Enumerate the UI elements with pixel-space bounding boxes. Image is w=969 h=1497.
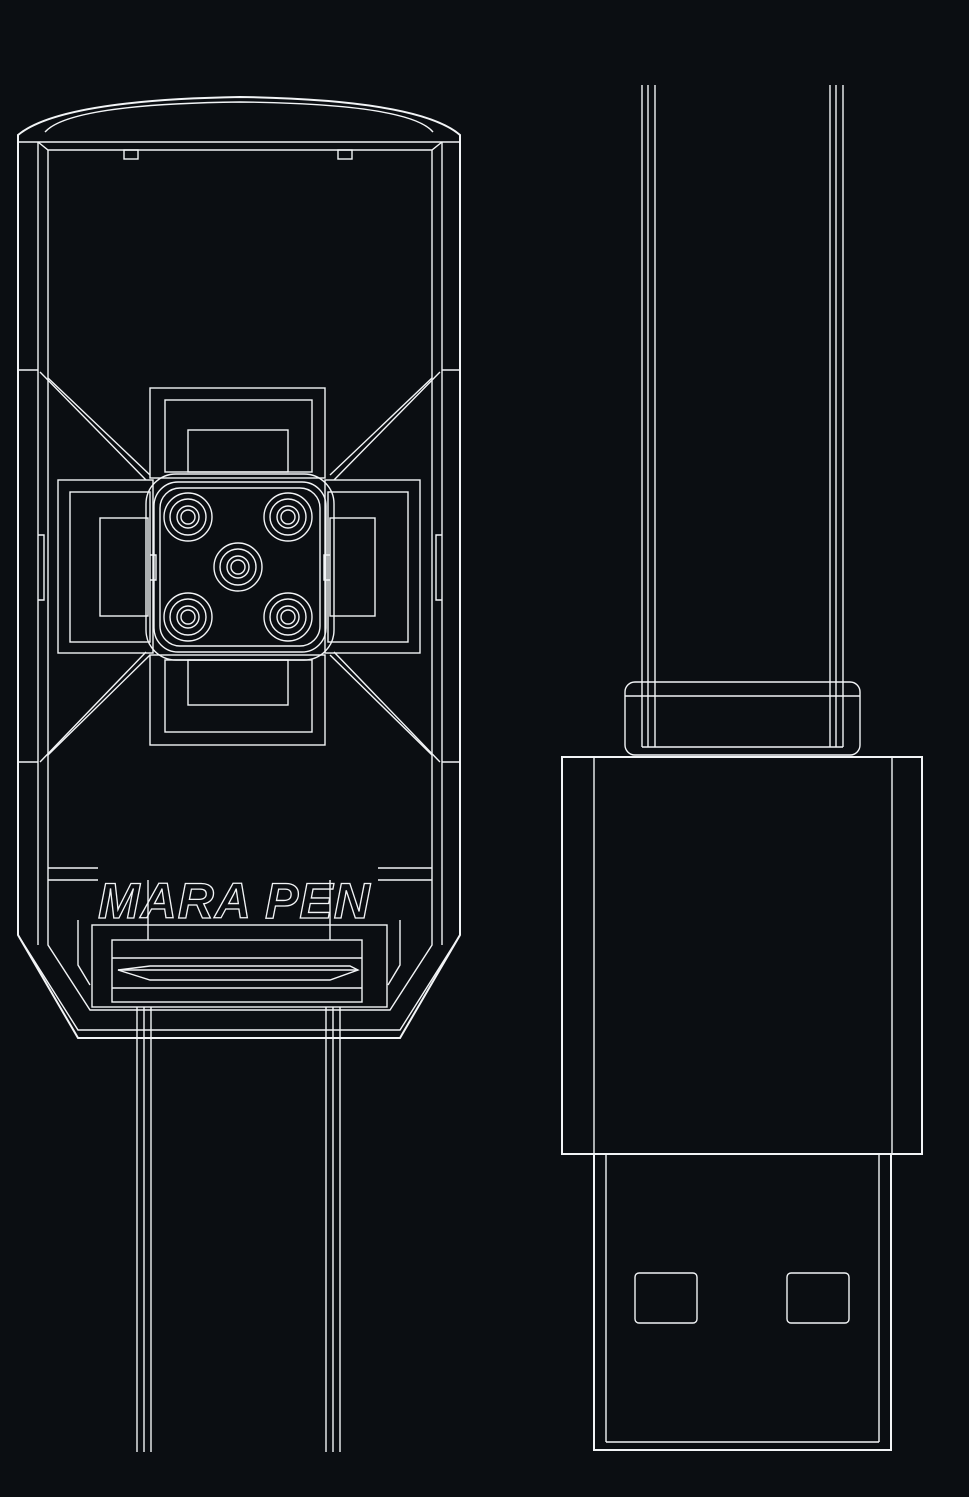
lower-ledges [48, 867, 432, 881]
brand-label: MARA PEN [98, 873, 371, 929]
pad-right-mid [327, 491, 409, 643]
side-slot-marks [18, 369, 460, 763]
pad-right-outer [324, 479, 421, 654]
pin-block-outer [145, 473, 335, 661]
pin-center [213, 542, 263, 592]
pin-top-left [163, 492, 213, 542]
pad-right-inner [329, 517, 376, 617]
pad-bottom-mid [164, 659, 313, 733]
pad-left-mid [69, 491, 151, 643]
connector-window-right [786, 1272, 850, 1324]
contact-cross-frame [57, 387, 421, 746]
side-notches [38, 534, 442, 601]
connector-window-left [634, 1272, 698, 1324]
pin-bottom-right [263, 592, 313, 642]
pad-bottom-inner [187, 659, 289, 706]
usb-connector-shell [593, 1153, 892, 1451]
top-tab-left [123, 149, 139, 160]
pad-top-mid [164, 399, 313, 473]
pad-top-inner [187, 429, 289, 473]
charger-front-view: MARA PEN [17, 95, 461, 1452]
bottom-taper-outer [17, 934, 461, 1031]
pin-top-right [263, 492, 313, 542]
cable-port-inner [111, 939, 363, 1003]
cable-port-outer [91, 924, 388, 1008]
cable-entry [17, 865, 461, 1031]
bottom-taper [47, 865, 433, 1011]
charger-top-cap-band [37, 141, 443, 151]
top-tab-right [337, 149, 353, 160]
charger-top-cap-inner [44, 101, 434, 133]
pogo-pin-block [145, 473, 335, 661]
usb-strain-relief [624, 681, 861, 756]
usb-cable [641, 85, 844, 747]
pin-bottom-left [163, 592, 213, 642]
usb-plug-view [561, 85, 923, 1451]
pin-block-side-keys [150, 554, 330, 581]
usb-housing [561, 756, 923, 1155]
charging-cable [136, 1007, 341, 1452]
diagonal-braces-inner [39, 371, 441, 763]
diagonal-braces [47, 377, 433, 756]
pad-bottom-outer [149, 654, 326, 746]
pin-block-inner [159, 487, 321, 647]
cable-slot [117, 965, 360, 981]
charger-outer-shell [17, 95, 461, 1039]
pad-top-outer [149, 387, 326, 479]
pad-left-inner [99, 517, 149, 617]
cable-guard-lines [77, 920, 401, 986]
pad-left-outer [57, 479, 154, 654]
pin-block-mid [153, 481, 327, 653]
